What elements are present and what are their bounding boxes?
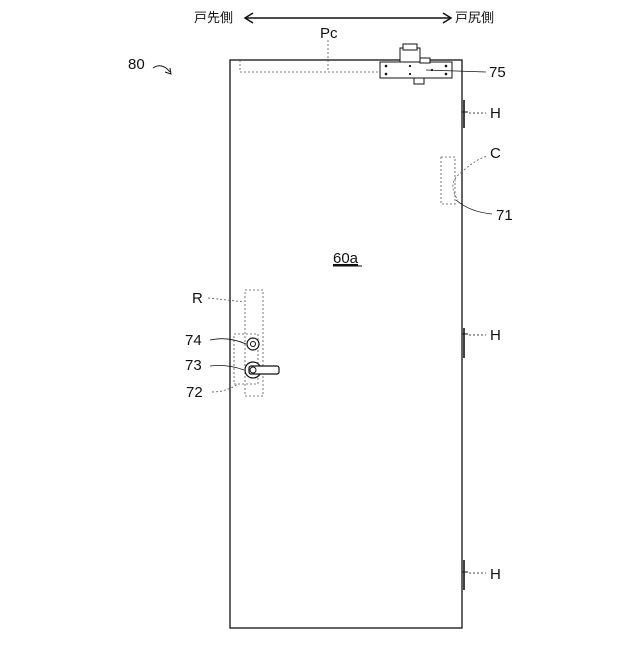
door-tip-side-label: 戸先側 <box>194 11 233 26</box>
c-label: C <box>490 145 501 162</box>
part-74-label: 74 <box>185 332 202 349</box>
cylinder-lock-74 <box>247 338 259 350</box>
part-71-label: 71 <box>496 207 513 224</box>
c-leader <box>464 156 488 170</box>
figure-ref-label: 80 <box>128 56 145 73</box>
closer-label: 75 <box>489 64 506 81</box>
hinge-middle-label: H <box>490 327 501 344</box>
part-71-dashed <box>441 157 455 204</box>
direction-double-arrow <box>245 13 451 23</box>
pc-label: Pc <box>320 25 338 42</box>
figure-ref-arrowhead <box>165 68 171 74</box>
hinge-bottom <box>462 560 468 590</box>
r-label: R <box>192 290 203 307</box>
c-region-arc <box>453 172 462 200</box>
part-72-leader <box>212 384 238 392</box>
hinge-top-label: H <box>490 105 501 122</box>
lever-handle-73 <box>245 362 279 378</box>
figure-ref-leader <box>153 66 170 72</box>
door-outline <box>230 60 462 628</box>
part-73-leader <box>210 366 244 371</box>
part-72-label: 72 <box>186 384 203 401</box>
door-panel-label: 60a <box>333 250 359 267</box>
hinge-top <box>462 100 468 128</box>
part-74-leader <box>210 339 246 344</box>
part-73-label: 73 <box>185 357 202 374</box>
door-hinge-side-label: 戸尻側 <box>455 11 494 26</box>
pc-dashed-region <box>240 60 380 72</box>
hinge-middle <box>462 328 468 358</box>
r-leader <box>208 298 244 302</box>
door-closer <box>380 44 452 84</box>
hinge-bottom-label: H <box>490 566 501 583</box>
